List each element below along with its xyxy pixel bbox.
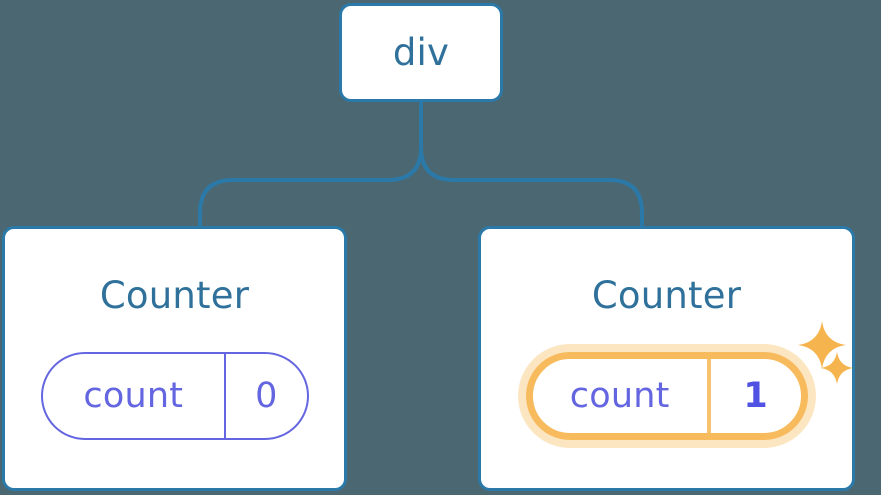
state-pill-key: count — [83, 375, 184, 416]
state-pill-wrapper: count 0 — [40, 352, 309, 440]
connector-path-left — [198, 100, 423, 230]
state-pill-count-highlighted[interactable]: count 1 — [525, 352, 808, 440]
state-pill-divider — [224, 354, 227, 438]
state-pill-count[interactable]: count 0 — [40, 352, 309, 440]
child-node-counter-right[interactable]: Counter count 1 — [478, 226, 855, 491]
child-node-counter-left[interactable]: Counter count 0 — [2, 226, 347, 491]
root-node-label: div — [392, 31, 450, 74]
connector-path-right — [419, 100, 644, 230]
state-pill-value: 0 — [255, 375, 278, 416]
state-pill-wrapper: count 1 — [525, 352, 808, 440]
child-node-title: Counter — [99, 274, 250, 317]
state-pill-divider — [706, 359, 711, 433]
state-pill-value: 1 — [743, 375, 768, 416]
child-node-title: Counter — [591, 274, 742, 317]
root-node-div[interactable]: div — [339, 3, 503, 102]
state-pill-key: count — [569, 375, 670, 416]
